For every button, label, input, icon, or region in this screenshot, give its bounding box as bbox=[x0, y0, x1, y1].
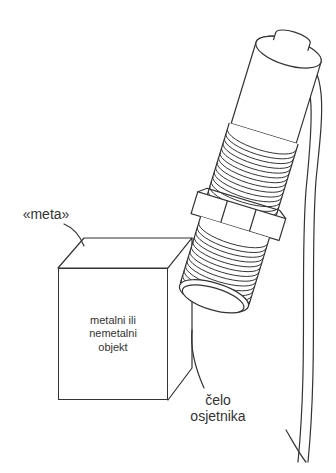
target-label: «meta» bbox=[14, 206, 78, 222]
face-label: čelo osjetnika bbox=[178, 392, 258, 424]
cable bbox=[286, 430, 306, 462]
thread-line bbox=[224, 129, 296, 161]
target-object: metalni ili nemetalni objekt bbox=[58, 268, 168, 400]
thread-line bbox=[196, 222, 268, 254]
leader-line bbox=[192, 330, 204, 388]
proximity-sensor bbox=[166, 19, 336, 323]
leader-line bbox=[64, 224, 84, 246]
object-text: metalni ili nemetalni objekt bbox=[74, 310, 152, 358]
